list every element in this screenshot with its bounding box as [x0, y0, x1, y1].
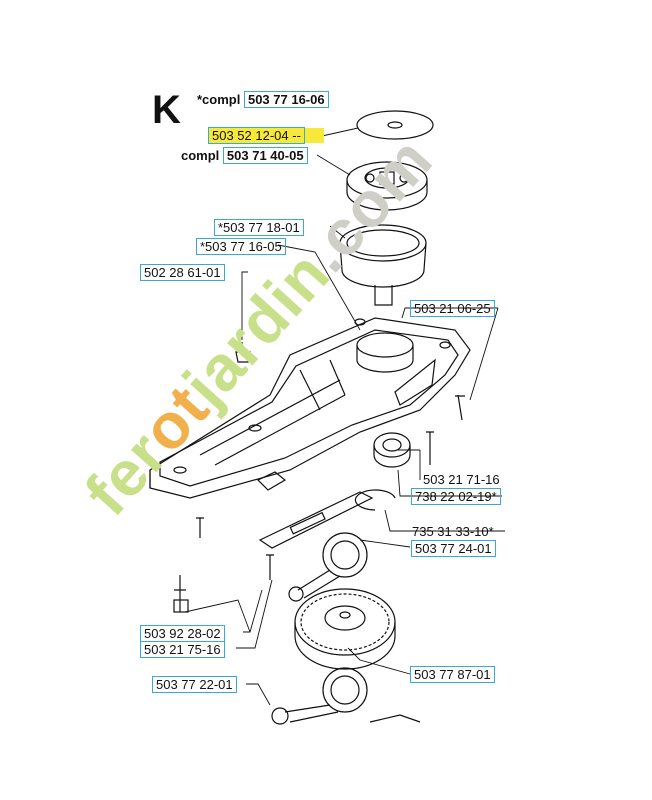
section-letter: K [152, 88, 181, 132]
part-label: 503 21 71-16 [423, 472, 500, 487]
screw-parts [173, 342, 465, 613]
part-label: 735 31 33-10* [412, 524, 494, 539]
header-label-1-part: 503 77 16-06 [243, 91, 329, 108]
circlip-part [354, 489, 396, 511]
part-label: 503 77 24-01 [411, 540, 496, 557]
wrench-part [288, 532, 368, 602]
part-label: 503 21 06-25 [410, 300, 495, 317]
bearing-part [373, 432, 411, 468]
part-label: 503 21 75-16 [140, 641, 225, 658]
header-label-3: compl 503 71 40-05 [181, 147, 308, 164]
washer-part [356, 110, 434, 140]
leader-lines [184, 127, 505, 706]
header-label-3-part: 503 71 40-05 [222, 147, 308, 164]
clutch-assembly-part [346, 161, 428, 211]
gear-housing-part [149, 317, 471, 499]
part-label: 503 77 22-01 [152, 676, 237, 693]
part-label: *503 77 18-01 [214, 219, 304, 236]
header-label-1-prefix: *compl [197, 92, 241, 107]
header-label-2: 503 52 12-04 -- [208, 127, 324, 144]
plate-part [258, 491, 374, 549]
part-label: 738 22 02-19* [411, 488, 501, 505]
header-label-2-part: 503 52 12-04 -- [208, 127, 305, 144]
header-label-1: *compl 503 77 16-06 [197, 91, 329, 108]
header-label-3-prefix: compl [181, 148, 220, 163]
wrench-part-lower [271, 667, 368, 725]
part-label: 503 77 87-01 [410, 666, 495, 683]
part-label: 502 28 61-01 [140, 264, 225, 281]
clutch-drum-part [339, 224, 427, 306]
part-label: 503 92 28-02 [140, 625, 225, 642]
part-label: *503 77 16-05 [196, 238, 286, 255]
gear-part [294, 588, 396, 670]
